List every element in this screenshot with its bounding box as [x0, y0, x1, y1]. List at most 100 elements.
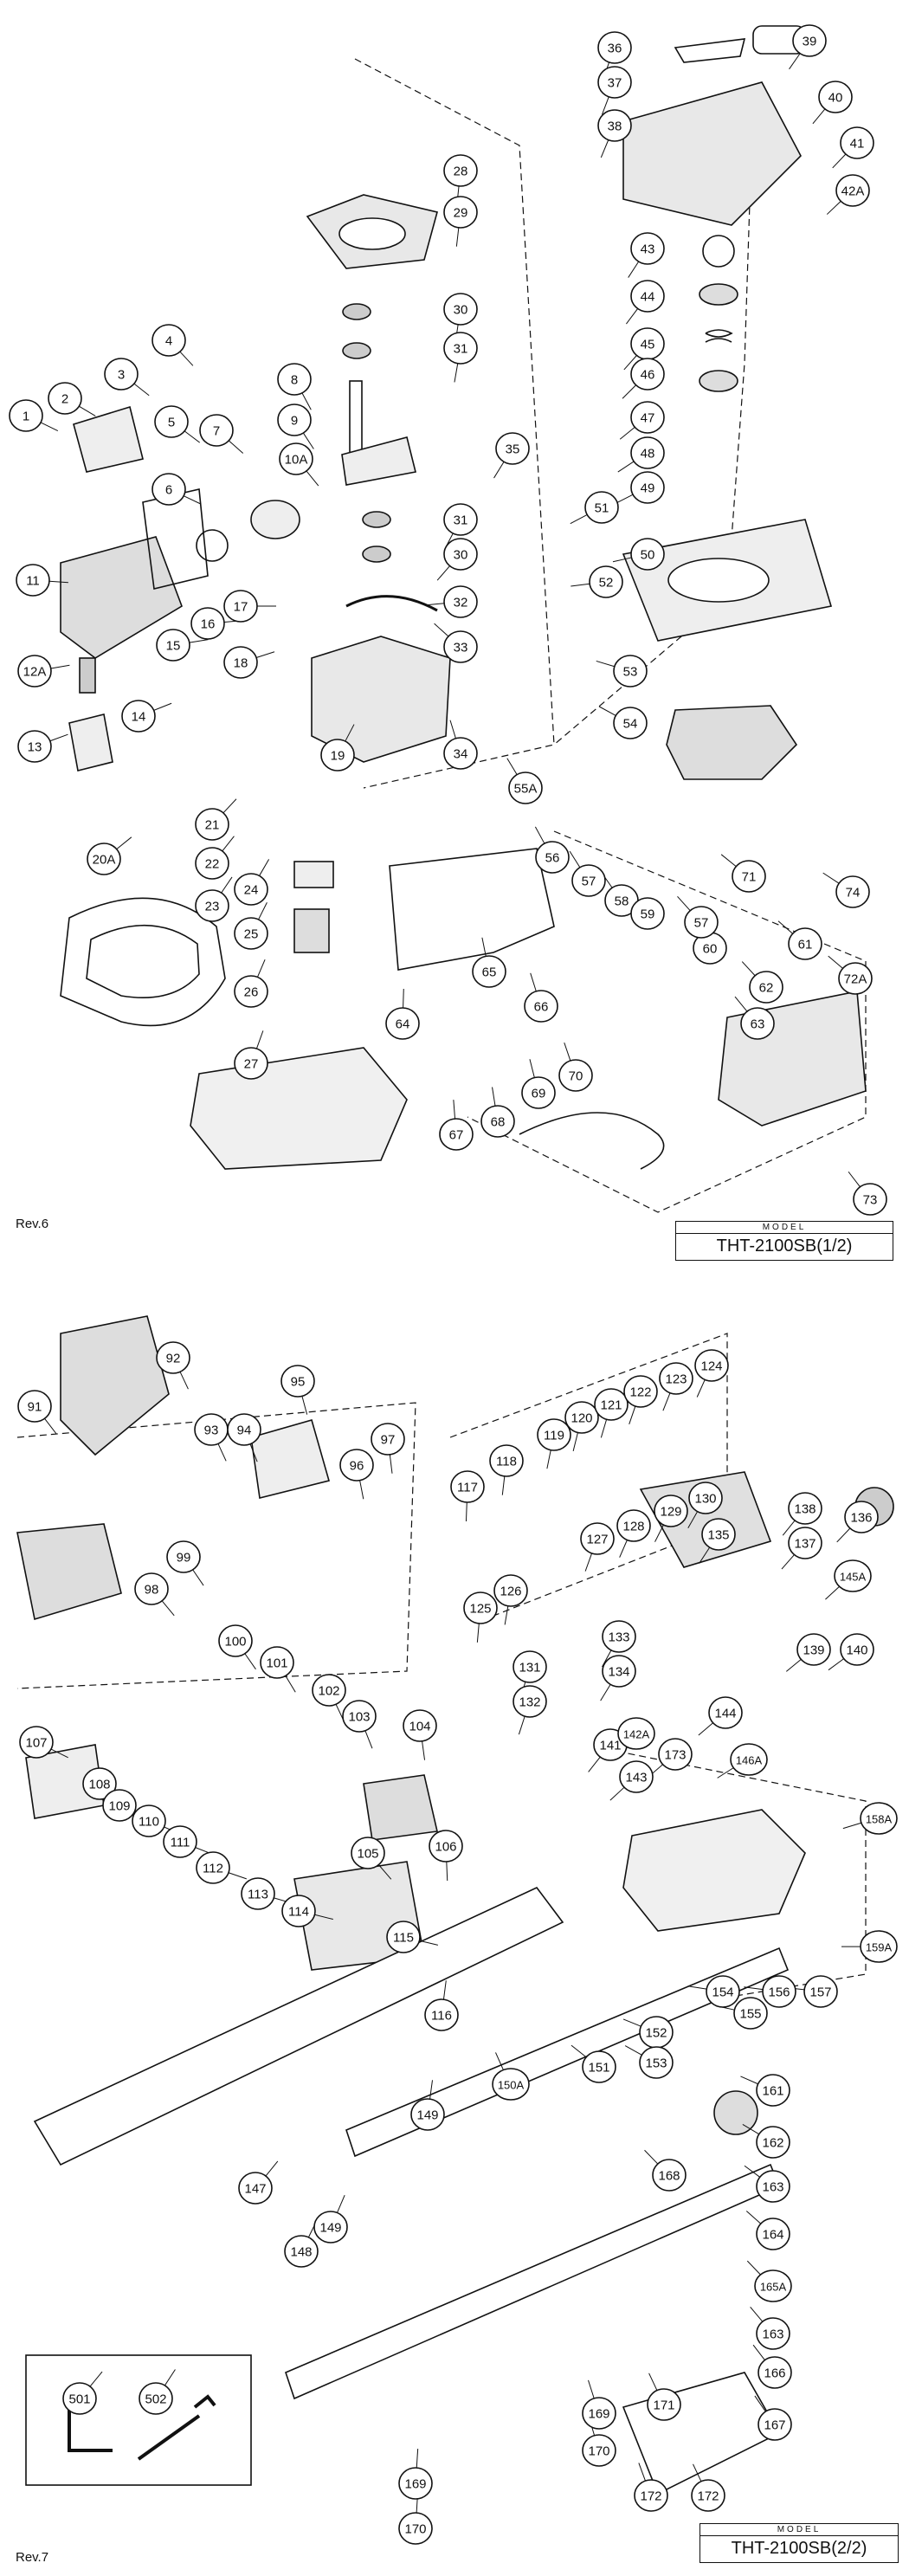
spark-plug [80, 658, 95, 693]
part-number: 54 [623, 717, 638, 732]
part-number: 36 [608, 42, 622, 56]
part-number: 6 [165, 483, 172, 498]
model-caption: MODEL [676, 1222, 893, 1234]
part-number: 163 [762, 2327, 783, 2342]
part-number: 97 [381, 1433, 396, 1448]
part-callout: 56 [536, 842, 569, 873]
part-number: 123 [665, 1372, 687, 1387]
part-number: 113 [248, 1888, 268, 1902]
leader-line [825, 1586, 839, 1599]
revision-label-sheet1: Rev.6 [16, 1217, 48, 1231]
part-callout: 67 [440, 1119, 473, 1150]
part-callout: 110 [132, 1805, 165, 1837]
part-callout: 27 [235, 1048, 268, 1079]
starter-case [623, 82, 801, 225]
part-callout: 23 [196, 890, 229, 921]
part-number: 99 [177, 1551, 191, 1566]
part-callout: 62 [750, 972, 783, 1003]
leader-line [573, 1432, 577, 1450]
part-number: 52 [599, 576, 614, 591]
part-callout: 159A [861, 1931, 897, 1962]
part-number: 106 [435, 1840, 456, 1855]
leader-line [286, 1675, 295, 1692]
part-number: 14 [132, 710, 146, 725]
part-number: 42A [841, 184, 865, 199]
part-number: 101 [266, 1656, 287, 1671]
part-callout: 91 [18, 1391, 51, 1422]
part-number: 156 [768, 1985, 790, 2000]
part-number: 162 [762, 2136, 783, 2151]
part-number: 135 [707, 1528, 729, 1543]
leader-line [302, 1396, 307, 1414]
part-number: 69 [532, 1087, 546, 1101]
part-callout: 126 [494, 1575, 527, 1606]
part-number: 139 [803, 1643, 824, 1658]
leader-line [337, 2195, 345, 2212]
part-number: 122 [629, 1385, 651, 1400]
part-number: 151 [588, 2061, 609, 2076]
leader-line [494, 462, 505, 478]
part-callout: 136 [845, 1501, 878, 1533]
part-number: 147 [244, 2182, 266, 2197]
part-callout: 158A [861, 1803, 897, 1834]
part-number: 66 [534, 1000, 549, 1015]
part-number: 47 [641, 411, 655, 426]
part-callout: 170 [583, 2435, 616, 2466]
part-number: 170 [588, 2444, 609, 2459]
part-number: 49 [641, 481, 655, 496]
part-callout: 14 [122, 700, 155, 732]
part-callout: 134 [603, 1656, 635, 1687]
leader-line [266, 2161, 278, 2176]
leader-line [180, 352, 193, 365]
part-callout: 5 [155, 406, 188, 437]
part-number: 37 [608, 76, 622, 91]
part-number: 126 [500, 1585, 521, 1599]
part-number: 64 [396, 1017, 410, 1032]
bearing [363, 512, 390, 527]
leader-line [747, 2261, 760, 2275]
leader-line [599, 707, 616, 716]
lower-blade [286, 2165, 779, 2398]
muffler [251, 1420, 329, 1498]
part-number: 10A [285, 453, 308, 468]
flywheel [667, 706, 796, 779]
part-callout: 13 [18, 731, 51, 762]
leader-line [435, 623, 448, 636]
part-callout: 100 [219, 1625, 252, 1656]
leader-line [257, 959, 265, 977]
leader-line [618, 462, 634, 472]
leader-line [390, 1455, 392, 1474]
part-number: 149 [319, 2221, 341, 2236]
leader-line [134, 384, 149, 396]
leader-line [229, 1873, 247, 1879]
leader-line [753, 2345, 764, 2360]
part-number: 27 [244, 1057, 259, 1072]
leader-line [645, 2150, 658, 2164]
part-number: 166 [764, 2366, 785, 2381]
leader-line [41, 423, 58, 431]
part-callout: 97 [371, 1424, 404, 1455]
part-callout: 107 [20, 1727, 53, 1758]
leader-line [828, 1659, 844, 1670]
model-name: THT-2100SB(2/2) [700, 2536, 898, 2560]
part-number: 104 [409, 1720, 430, 1734]
leader-line [502, 1476, 505, 1495]
accessory-box [26, 2355, 251, 2485]
leader-line [848, 1172, 860, 1186]
model-caption: MODEL [700, 2524, 898, 2536]
leader-line [422, 1741, 425, 1760]
part-number: 62 [759, 981, 774, 996]
leader-line [735, 997, 747, 1011]
part-callout: 4 [152, 325, 185, 356]
leader-line [403, 989, 404, 1008]
part-number: 35 [506, 442, 520, 457]
part-callout: 15 [157, 629, 190, 661]
part-number: 105 [357, 1847, 378, 1862]
part-callout: 49 [631, 472, 664, 503]
carburetor [364, 1775, 437, 1840]
leader-line [466, 1502, 467, 1521]
part-number: 31 [454, 342, 468, 357]
part-number: 11 [26, 574, 40, 589]
part-callout: 102 [313, 1675, 345, 1706]
